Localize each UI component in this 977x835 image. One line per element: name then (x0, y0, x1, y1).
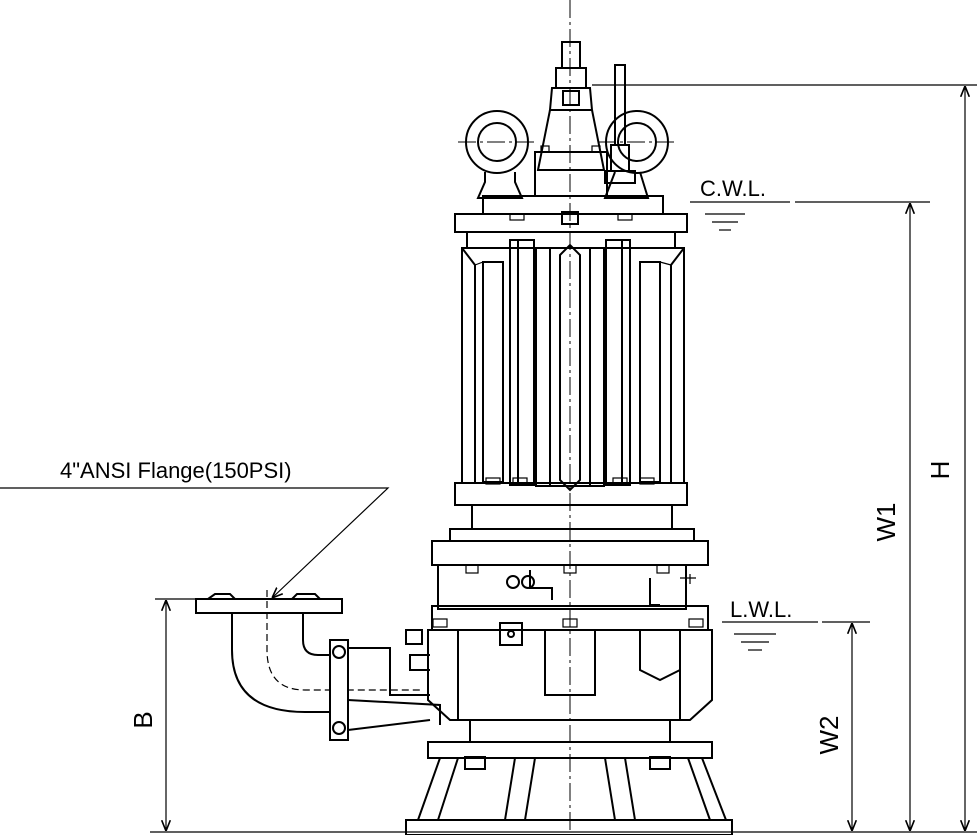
h-dimension-label: H (925, 461, 955, 480)
w1-dimension-label: W1 (871, 503, 901, 542)
flange-label: 4"ANSI Flange(150PSI) (60, 458, 292, 483)
cable-gland (534, 41, 608, 197)
b-dimension-label: B (128, 711, 158, 728)
pump-base (405, 720, 733, 835)
cwl-label: C.W.L. (700, 176, 766, 201)
flange-leader-line (0, 487, 390, 598)
lwl-label: L.W.L. (730, 597, 792, 622)
lwl-marker (722, 621, 870, 651)
pump-casing (405, 605, 713, 721)
motor-frame (461, 239, 685, 492)
cwl-marker (690, 201, 930, 231)
w2-dimension-label: W2 (814, 716, 844, 755)
lifting-eye-left (458, 110, 536, 199)
motor-top-cover (454, 195, 688, 249)
lifting-eye-right (598, 110, 676, 199)
discharge-pipe (195, 590, 441, 741)
power-cable (604, 64, 636, 184)
oil-chamber (431, 528, 709, 610)
